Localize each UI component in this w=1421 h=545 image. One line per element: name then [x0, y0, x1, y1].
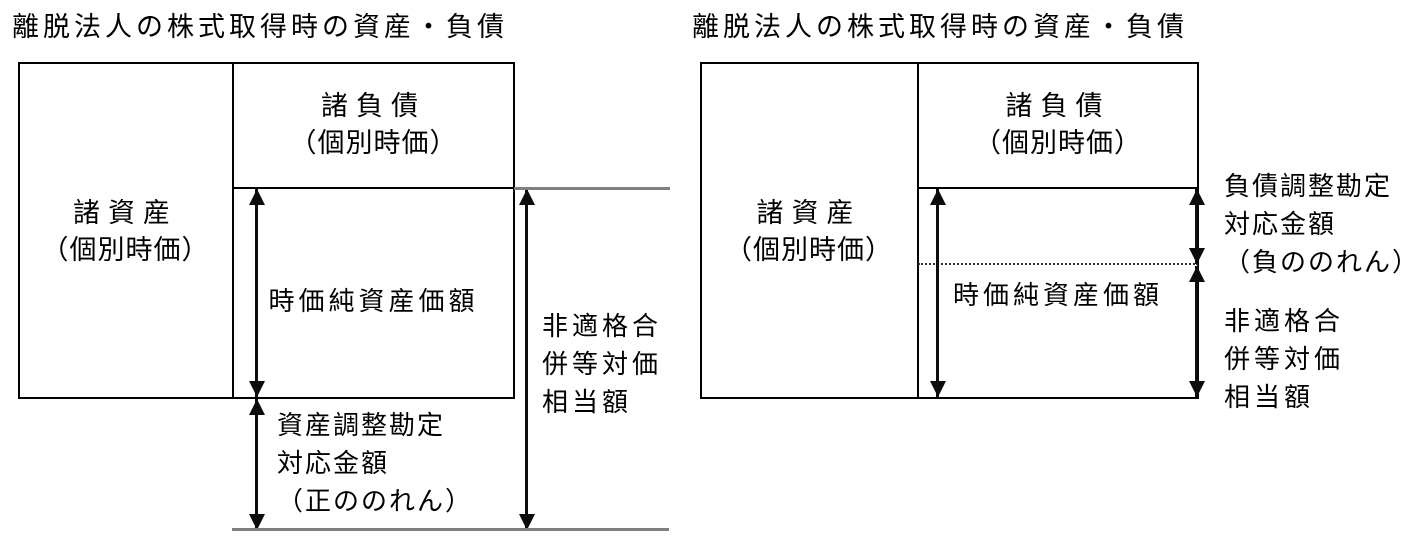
left-liabilities-bottom-line: [233, 187, 514, 189]
liability-adjustment-line1: 負債調整勘定: [1224, 171, 1393, 201]
liabilities-label-line2: （個別時価）: [289, 128, 458, 158]
right-net-assets-double-arrow: [929, 189, 946, 397]
right-diagram-title: 離脱法人の株式取得時の資産・負債: [692, 12, 1188, 42]
right-balance-sheet-box: [700, 62, 1199, 399]
left-net-assets-label: 時価純資産価額: [268, 286, 479, 316]
right-liabilities-bottom-line: [918, 187, 1198, 189]
right-negative-goodwill-double-arrow: [1188, 189, 1205, 264]
assets-label-line2: （個別時価）: [725, 235, 893, 265]
liabilities-label-line1: 諸負債: [321, 91, 426, 121]
consideration-line2: 併等対価: [1224, 344, 1345, 374]
left-net-assets-double-arrow: [248, 189, 265, 397]
right-goodwill-dotted-line: [918, 263, 1198, 265]
liability-adjustment-line3: （負ののれん）: [1224, 247, 1421, 277]
right-assets-cell-label: 諸資産 （個別時価）: [700, 195, 918, 269]
right-net-assets-label: 時価純資産価額: [952, 280, 1163, 310]
right-liability-adjustment-label: 負債調整勘定 対応金額 （負ののれん）: [1224, 167, 1420, 281]
consideration-line1: 非適格合: [542, 311, 663, 341]
right-assets-liabilities-divider-line: [917, 62, 919, 399]
right-liabilities-cell-label: 諸負債 （個別時価）: [918, 88, 1198, 162]
left-asset-adjustment-label: 資産調整勘定 対応金額 （正ののれん）: [277, 406, 473, 520]
consideration-line2: 併等対価: [542, 349, 663, 379]
left-consideration-label: 非適格合 併等対価 相当額: [542, 307, 662, 421]
consideration-line1: 非適格合: [1224, 306, 1345, 336]
assets-label-line1: 諸資産: [73, 198, 178, 228]
left-top-extension-gray-line: [514, 187, 670, 190]
asset-adjustment-line3: （正ののれん）: [277, 486, 474, 516]
consideration-line3: 相当額: [542, 387, 633, 417]
left-goodwill-double-arrow: [248, 399, 265, 530]
left-diagram-title: 離脱法人の株式取得時の資産・負債: [12, 12, 508, 42]
liabilities-label-line2: （個別時価）: [974, 128, 1142, 158]
assets-label-line1: 諸資産: [756, 198, 862, 228]
liability-adjustment-line2: 対応金額: [1224, 209, 1337, 239]
left-liabilities-cell-label: 諸負債 （個別時価）: [233, 88, 514, 162]
left-assets-liabilities-divider-line: [232, 62, 234, 399]
right-consideration-double-arrow: [1188, 266, 1205, 397]
asset-adjustment-line1: 資産調整勘定: [277, 410, 446, 440]
asset-adjustment-line2: 対応金額: [277, 448, 390, 478]
left-assets-cell-label: 諸資産 （個別時価）: [18, 195, 233, 269]
assets-label-line2: （個別時価）: [41, 235, 210, 265]
right-consideration-label: 非適格合 併等対価 相当額: [1224, 302, 1344, 416]
consideration-line3: 相当額: [1224, 382, 1315, 412]
liabilities-label-line1: 諸負債: [1005, 91, 1111, 121]
left-consideration-double-arrow: [518, 189, 535, 530]
left-bottom-baseline-gray-line: [232, 528, 669, 531]
left-balance-sheet-box: [18, 62, 515, 399]
